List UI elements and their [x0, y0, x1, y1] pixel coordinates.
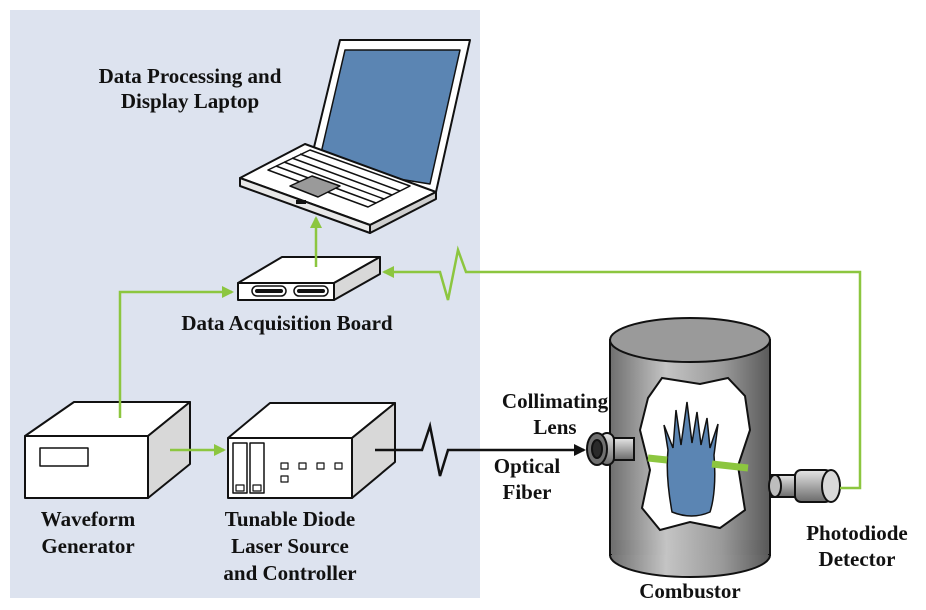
lens-label-line2: Lens: [533, 415, 576, 439]
laser-label-line1: Tunable Diode: [225, 507, 356, 531]
laser-beam-in: [647, 454, 668, 464]
waveform-label-line1: Waveform: [41, 507, 136, 531]
waveform-generator: [24, 401, 191, 499]
waveform-label-line2: Generator: [41, 534, 134, 558]
laptop-label-line1: Data Processing and: [99, 64, 282, 88]
photodiode-detector-icon: [768, 469, 841, 503]
laptop-icon: [239, 39, 471, 234]
optical-fiber-arrow: [375, 421, 586, 477]
combustor-label: Combustor: [639, 579, 741, 603]
lens-label-line1: Collimating: [502, 389, 609, 413]
photodiode-to-daq-arrow: [382, 245, 862, 490]
collimating-lens-icon: [586, 432, 635, 466]
combustor: [609, 317, 771, 578]
fiber-label-line1: Optical: [494, 454, 561, 478]
flame-icon: [663, 401, 719, 517]
laser-label-line3: and Controller: [223, 561, 356, 585]
laser-beam-out: [711, 460, 749, 472]
daq-label: Data Acquisition Board: [181, 311, 393, 335]
fiber-label-line2: Fiber: [503, 480, 552, 504]
laser-label-line2: Laser Source: [231, 534, 349, 558]
laser-controller: [227, 402, 396, 499]
waveform-to-daq-arrow: [118, 286, 234, 418]
photodiode-label-line2: Detector: [819, 547, 896, 571]
data-acquisition-board: [237, 256, 381, 301]
laptop-label-line2: Display Laptop: [121, 89, 259, 113]
photodiode-label-line1: Photodiode: [806, 521, 908, 545]
